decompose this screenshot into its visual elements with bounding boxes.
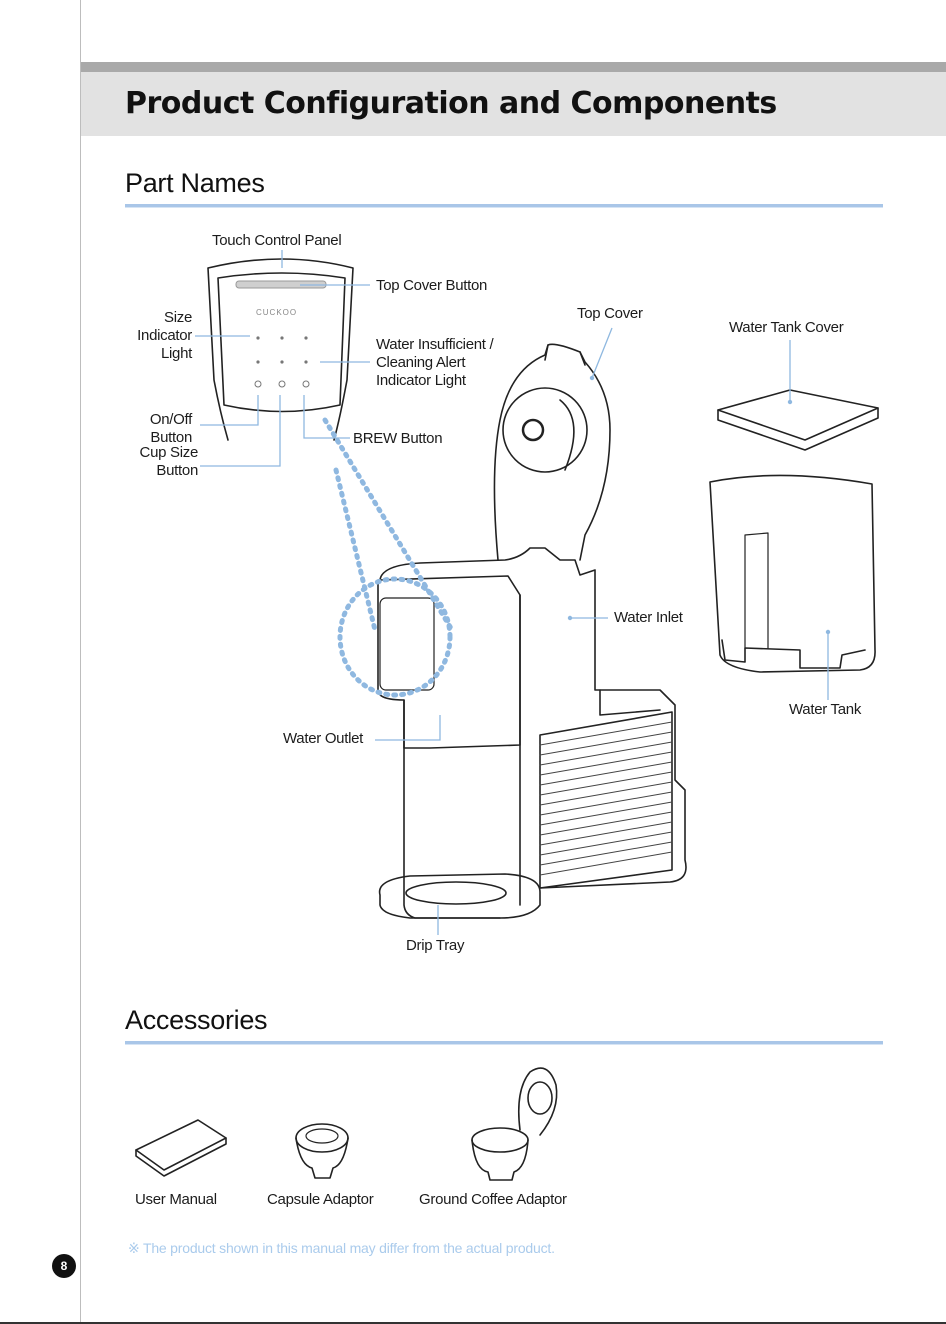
page-number: 8 xyxy=(52,1254,76,1278)
label-drip-tray: Drip Tray xyxy=(406,937,465,954)
water-tank xyxy=(709,474,876,673)
water-tank-cover xyxy=(717,389,879,441)
accessory-label-ground-coffee-adaptor: Ground Coffee Adaptor xyxy=(419,1191,567,1208)
user-manual-illustration xyxy=(135,1119,227,1171)
panel-brand-logo: CUCKOO xyxy=(256,308,298,317)
accessory-label-capsule-adaptor: Capsule Adaptor xyxy=(267,1191,374,1208)
title-band xyxy=(81,72,946,136)
label-cup-size-button: Cup Size Button xyxy=(139,444,199,479)
label-size-indicator-light: Size Indicator Light xyxy=(137,309,192,362)
label-water-tank: Water Tank xyxy=(789,701,862,718)
header-bar xyxy=(81,62,946,72)
label-top-cover-button: Top Cover Button xyxy=(376,277,488,294)
section-rule-accessories xyxy=(125,1041,883,1045)
control-panel-outline xyxy=(207,258,354,441)
zoom-ellipse xyxy=(337,576,453,698)
label-water-inlet: Water Inlet xyxy=(614,609,683,626)
section-heading-part-names: Part Names xyxy=(125,168,265,198)
label-water-insufficient-indicator: Water Insufficient / Cleaning Alert Indi… xyxy=(376,336,494,389)
top-cover xyxy=(493,343,611,561)
ground-coffee-adaptor-illustration xyxy=(471,1127,529,1153)
label-water-outlet: Water Outlet xyxy=(283,730,364,747)
section-rule-part-names xyxy=(125,204,883,208)
capsule-adaptor-illustration xyxy=(295,1123,349,1153)
section-heading-accessories: Accessories xyxy=(125,1005,268,1035)
page-title: Product Configuration and Components xyxy=(125,86,777,121)
part-names-illustration xyxy=(135,250,879,1181)
page-bottom-border xyxy=(0,1322,946,1324)
label-touch-control-panel: Touch Control Panel xyxy=(212,232,342,249)
footnote: ※ The product shown in this manual may d… xyxy=(128,1240,555,1256)
label-brew-button: BREW Button xyxy=(353,430,443,447)
page-margin-line xyxy=(80,0,81,1324)
coffee-maker-body xyxy=(377,575,521,749)
drip-tray xyxy=(378,873,541,919)
label-on-off-button: On/Off Button xyxy=(149,411,192,446)
label-top-cover: Top Cover xyxy=(577,305,643,322)
accessory-label-user-manual: User Manual xyxy=(135,1191,217,1208)
label-water-tank-cover: Water Tank Cover xyxy=(729,319,844,336)
